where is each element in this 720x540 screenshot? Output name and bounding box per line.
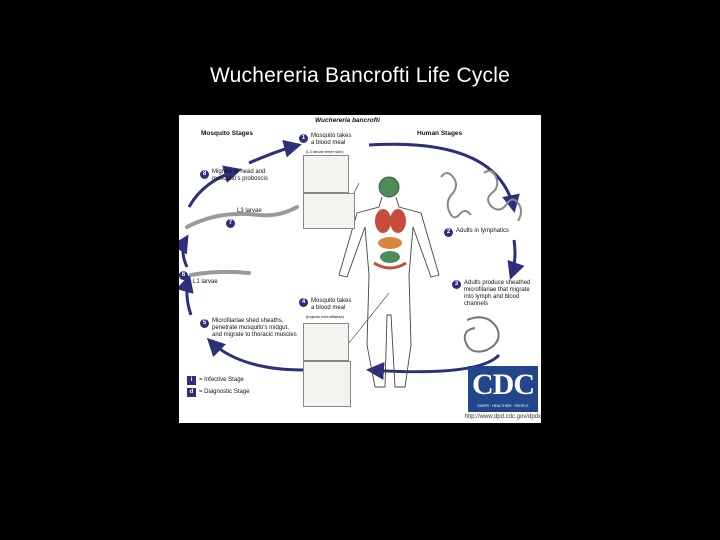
cdc-logo: CDC SAFER · HEALTHIER · PEOPLE [468, 366, 538, 412]
cdc-logo-text: CDC [472, 368, 535, 401]
human-stages-header: Human Stages [417, 130, 463, 137]
infective-stage-label: = Infective Stage [199, 377, 244, 383]
arrow-4-to-5 [206, 337, 305, 372]
step-8-badge: 8 [200, 170, 209, 179]
step-3-label: Adults produce sheathed microfilariae th… [464, 280, 531, 307]
mosquito-inset-bottom [303, 323, 349, 361]
slide-title: Wuchereria Bancrofti Life Cycle [210, 64, 510, 87]
cdc-tagline: SAFER · HEALTHIER · PEOPLE [477, 404, 529, 408]
diagram-title: Wuchereria bancrofti [315, 117, 380, 124]
microfilaria-coil [463, 316, 500, 353]
step-4-label: Mosquito takes a blood meal [311, 298, 352, 311]
step-3-badge: 3 [452, 280, 461, 289]
step-5-badge: 5 [200, 319, 209, 328]
step-5-label: Microfilariae shed sheaths, penetrate mo… [212, 318, 297, 338]
step-1-badge: 1 [299, 134, 308, 143]
diagnostic-stage-label: = Diagnostic Stage [199, 389, 250, 395]
step-2-label: Adults in lymphatics [456, 228, 510, 234]
human-body-icon [338, 176, 440, 388]
microfilaria-inset-bottom [303, 361, 351, 407]
step-4-sublabel: (ingests microfilariae) [306, 314, 345, 319]
adult-worm-male [440, 172, 472, 219]
step-2-badge: 2 [444, 228, 453, 237]
arrow-6-to-7 [179, 234, 189, 268]
organs-icon [373, 209, 407, 270]
diagnostic-stage-badge: d [187, 388, 196, 397]
larva-inset-top [303, 193, 355, 229]
step-6-label: L1 larvae [193, 279, 218, 285]
step-7-label: L3 larvae [237, 208, 262, 214]
arrow-1-to-2 [368, 142, 520, 213]
step-4-badge: 4 [299, 298, 308, 307]
cdc-url: http://www.dpd.cdc.gov/dpdx [464, 414, 541, 420]
step-6-badge: 6 [179, 271, 188, 280]
step-1-sublabel: (L3 larvae enter skin) [306, 149, 344, 154]
mosquito-stages-header: Mosquito Stages [201, 130, 254, 137]
step-8-label: Migrate to head and mosquito's proboscis [212, 169, 268, 182]
arrow-8-to-1 [248, 139, 302, 165]
arrow-2-to-3 [507, 239, 525, 280]
life-cycle-diagram: Wuchereria bancrofti Mosquito Stages Hum… [179, 115, 541, 423]
arrow-5-to-6 [179, 274, 194, 316]
mosquito-inset-top [303, 155, 349, 193]
arrow-7-to-8 [187, 165, 242, 208]
l3-larva-worm [185, 205, 299, 229]
arrow-3-to-4 [366, 353, 501, 380]
l1-larva-worm [189, 269, 251, 277]
adult-worm-female [483, 169, 522, 222]
step-1-label: Mosquito takes a blood meal [311, 133, 352, 146]
step-7-badge: 7 [226, 219, 235, 228]
infective-stage-badge: i [187, 376, 196, 385]
cycle-arrows [179, 139, 525, 388]
